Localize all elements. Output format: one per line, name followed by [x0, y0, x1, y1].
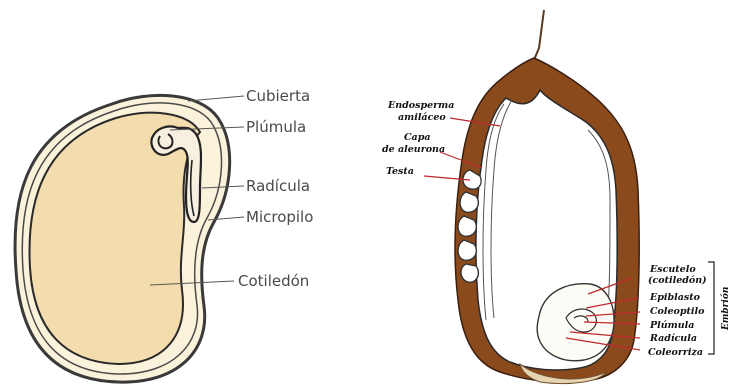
- label-endosperma-2: amiláceo: [398, 112, 446, 123]
- label-cotiledon: Cotiledón: [238, 272, 309, 290]
- bean-seed-diagram: Cubierta Plúmula Radícula Micropilo Coti…: [15, 87, 313, 382]
- label-capa-2: de aleurona: [382, 144, 445, 155]
- label-coleorriza: Coleorriza: [648, 347, 703, 358]
- label-plumula: Plúmula: [246, 118, 306, 136]
- grain-diagram: Endosperma amiláceo Capa de aleurona Tes…: [382, 10, 731, 384]
- label-plumula-grain: Plúmula: [649, 320, 694, 331]
- label-cubierta: Cubierta: [246, 87, 310, 105]
- label-micropilo: Micropilo: [246, 208, 313, 226]
- label-escutelo-1: Escutelo: [649, 264, 696, 275]
- label-escutelo-2: (cotiledón): [648, 275, 707, 286]
- label-embrion: Embrión: [720, 287, 731, 331]
- label-coleoptilo: Coleoptilo: [650, 306, 705, 317]
- label-testa: Testa: [386, 166, 414, 177]
- bean-leader-cubierta: [188, 96, 244, 101]
- label-endosperma-1: Endosperma: [387, 100, 454, 111]
- label-radicula: Radícula: [246, 177, 310, 195]
- label-epiblasto: Epiblasto: [649, 292, 701, 303]
- label-capa-1: Capa: [404, 132, 431, 143]
- embrion-bracket: [708, 262, 714, 354]
- grain-tip: [534, 10, 544, 60]
- label-radicula-grain: Radícula: [649, 333, 697, 344]
